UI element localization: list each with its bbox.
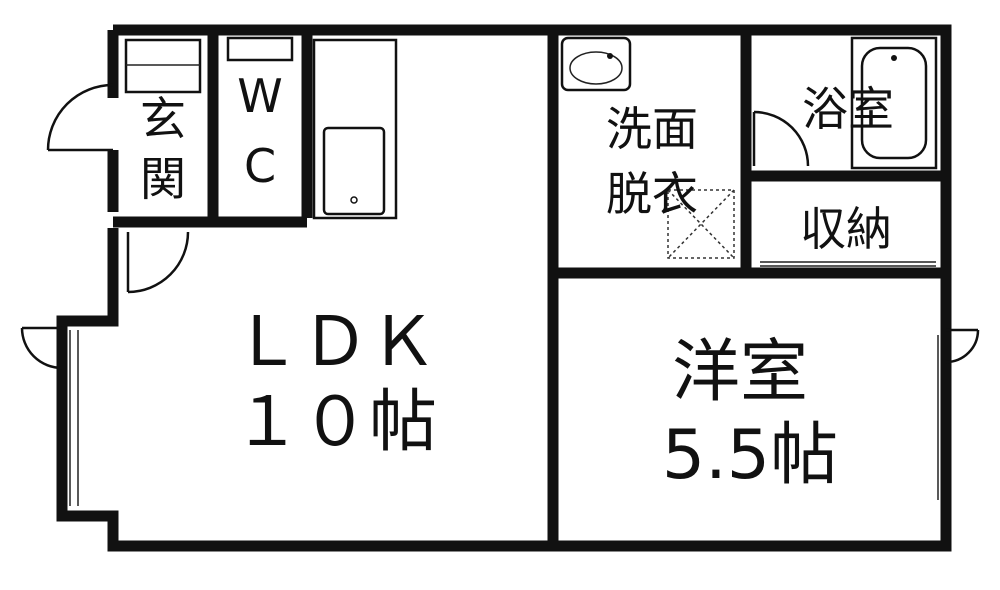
washbasin-icon — [560, 36, 632, 92]
entrance-label-bottom: 関 — [140, 152, 186, 206]
bath-label: 浴室 — [802, 82, 894, 136]
ldk-label-bottom: １０帖 — [233, 383, 437, 462]
interior-walls — [113, 30, 946, 546]
entrance-label-top: 玄 — [140, 92, 186, 146]
western-room-label-top: 洋室 — [672, 333, 808, 412]
washroom-label-bottom: 脱衣 — [606, 167, 698, 221]
shoe-box — [124, 38, 202, 94]
left-window — [20, 326, 79, 506]
outer-walls — [56, 24, 952, 552]
entrance-door — [46, 83, 114, 152]
ldk-label-top: ＬＤＫ — [233, 303, 437, 382]
bathtub-icon — [850, 36, 938, 170]
storage-label: 収納 — [800, 202, 892, 256]
western-room-label-bottom: 5.5帖 — [662, 416, 838, 495]
washroom-label-top: 洗面 — [606, 102, 698, 156]
washing-machine-spot — [667, 189, 735, 259]
ldk-door — [126, 231, 190, 294]
storage-doors — [760, 261, 936, 267]
toilet-icon — [226, 36, 294, 62]
kitchen-counter — [312, 38, 398, 220]
bath-door — [752, 110, 810, 167]
right-window — [937, 328, 980, 500]
wc-label-bottom: C — [244, 139, 276, 193]
wc-label-top: W — [237, 69, 282, 123]
